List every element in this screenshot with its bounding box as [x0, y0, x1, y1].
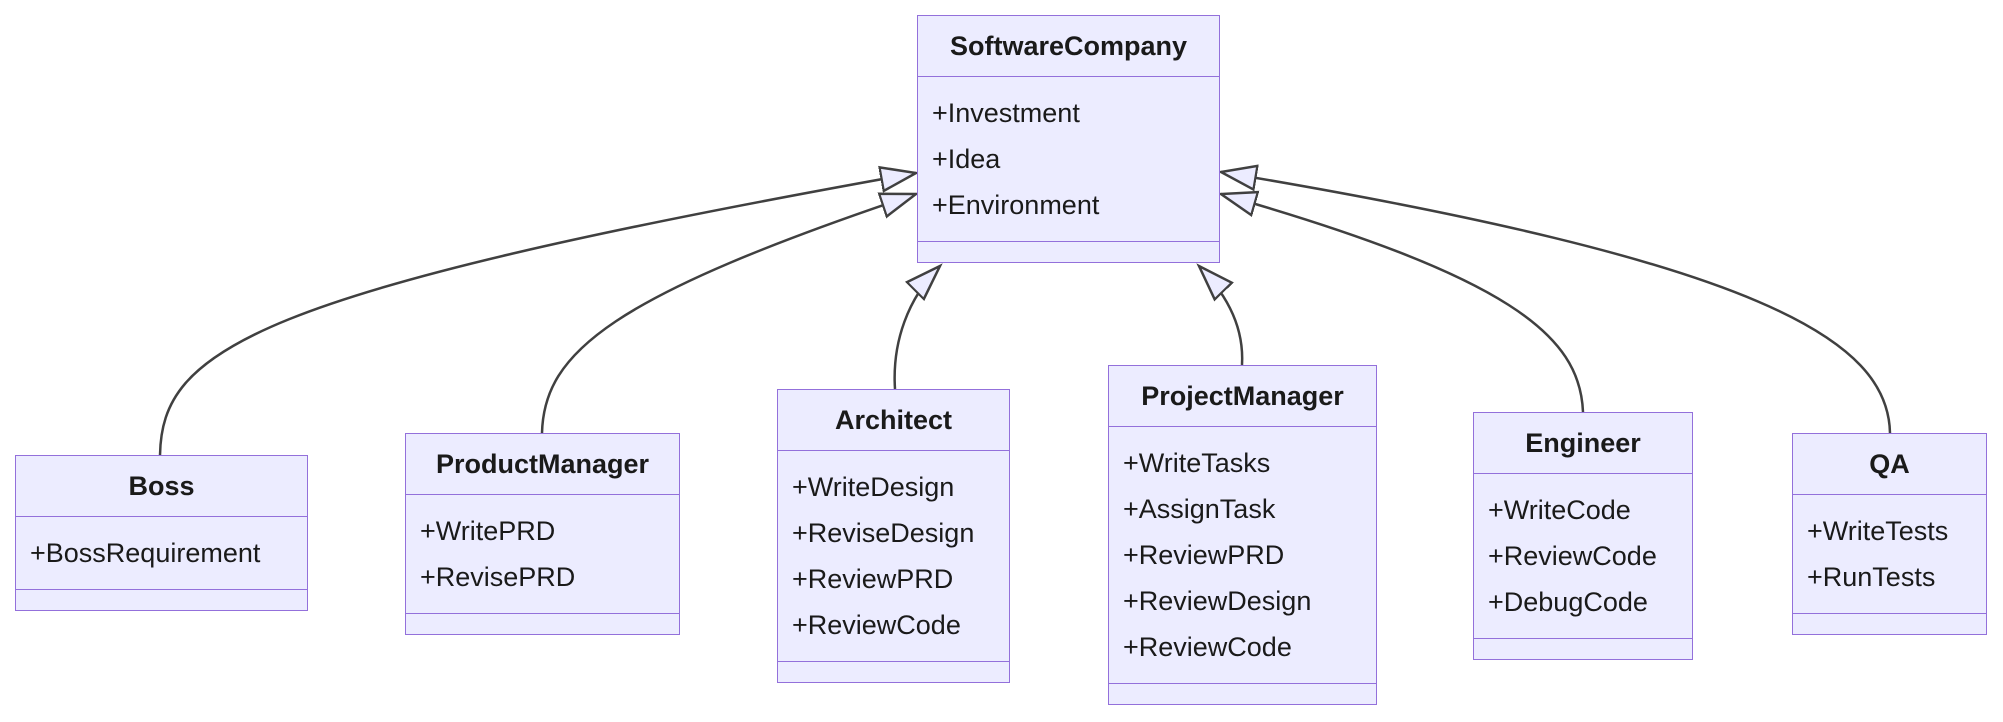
class-attribute: +ReviewCode: [792, 610, 961, 640]
class-attributes: +Investment +Idea +Environment: [918, 76, 1219, 241]
class-attribute: +WriteCode: [1488, 495, 1631, 525]
class-name: SoftwareCompany: [949, 30, 1188, 61]
class-name: Architect: [834, 404, 953, 435]
class-node-boss: Boss +BossRequirement: [15, 455, 308, 611]
class-attribute: +WriteTests: [1807, 516, 1949, 546]
class-name: QA: [1869, 448, 1910, 479]
class-attribute: +ReviewCode: [1123, 632, 1292, 662]
class-methods-empty: [406, 613, 679, 634]
class-attribute: +BossRequirement: [30, 538, 261, 568]
class-attribute: +WriteDesign: [792, 472, 955, 502]
class-attribute: +DebugCode: [1488, 587, 1648, 617]
class-attribute: +WriteTasks: [1123, 448, 1271, 478]
edge-architect-to-softwarecompany: [893, 266, 940, 390]
class-methods-empty: [1793, 613, 1986, 634]
class-node-engineer: Engineer +WriteCode +ReviewCode +DebugCo…: [1473, 412, 1693, 660]
class-attribute: +ReviewPRD: [792, 564, 954, 594]
class-node-qa: QA +WriteTests +RunTests: [1792, 433, 1987, 635]
class-attribute: +ReviseDesign: [792, 518, 975, 548]
class-node-softwarecompany: SoftwareCompany +Investment +Idea +Envir…: [917, 15, 1220, 263]
class-methods-empty: [778, 661, 1009, 682]
class-methods-empty: [918, 241, 1219, 262]
class-node-architect: Architect +WriteDesign +ReviseDesign +Re…: [777, 389, 1010, 683]
class-attribute: +AssignTask: [1123, 494, 1276, 524]
class-attribute: +Idea: [932, 144, 1001, 174]
class-attribute: +Investment: [932, 98, 1080, 128]
class-attribute: +RunTests: [1807, 562, 1936, 592]
class-attributes: +WritePRD +RevisePRD: [406, 494, 679, 613]
class-attribute: +ReviewDesign: [1123, 586, 1312, 616]
edge-productmanager-to-softwarecompany: [540, 194, 916, 434]
class-attribute: +Environment: [932, 190, 1100, 220]
class-attribute: +WritePRD: [420, 516, 556, 546]
edge-boss-to-softwarecompany: [158, 173, 916, 456]
class-attributes: +WriteTests +RunTests: [1793, 494, 1986, 613]
class-name: Engineer: [1525, 427, 1641, 458]
class-node-productmanager: ProductManager +WritePRD +RevisePRD: [405, 433, 680, 635]
edge-engineer-to-softwarecompany: [1221, 194, 1585, 413]
class-attributes: +WriteTasks +AssignTask +ReviewPRD +Revi…: [1109, 426, 1376, 683]
class-attribute: +ReviewPRD: [1123, 540, 1285, 570]
class-methods-empty: [1474, 638, 1692, 659]
class-attribute: +RevisePRD: [420, 562, 576, 592]
class-methods-empty: [16, 589, 307, 610]
class-methods-empty: [1109, 683, 1376, 704]
edge-projectmanager-to-softwarecompany: [1199, 266, 1244, 366]
class-name: ProjectManager: [1141, 380, 1344, 411]
class-name: Boss: [128, 470, 195, 501]
class-attribute: +ReviewCode: [1488, 541, 1657, 571]
class-name: ProductManager: [435, 448, 650, 479]
class-attributes: +WriteDesign +ReviseDesign +ReviewPRD +R…: [778, 450, 1009, 661]
class-attributes: +BossRequirement: [16, 516, 307, 589]
class-attributes: +WriteCode +ReviewCode +DebugCode: [1474, 473, 1692, 638]
class-node-projectmanager: ProjectManager +WriteTasks +AssignTask +…: [1108, 365, 1377, 705]
edge-qa-to-softwarecompany: [1221, 172, 1892, 434]
